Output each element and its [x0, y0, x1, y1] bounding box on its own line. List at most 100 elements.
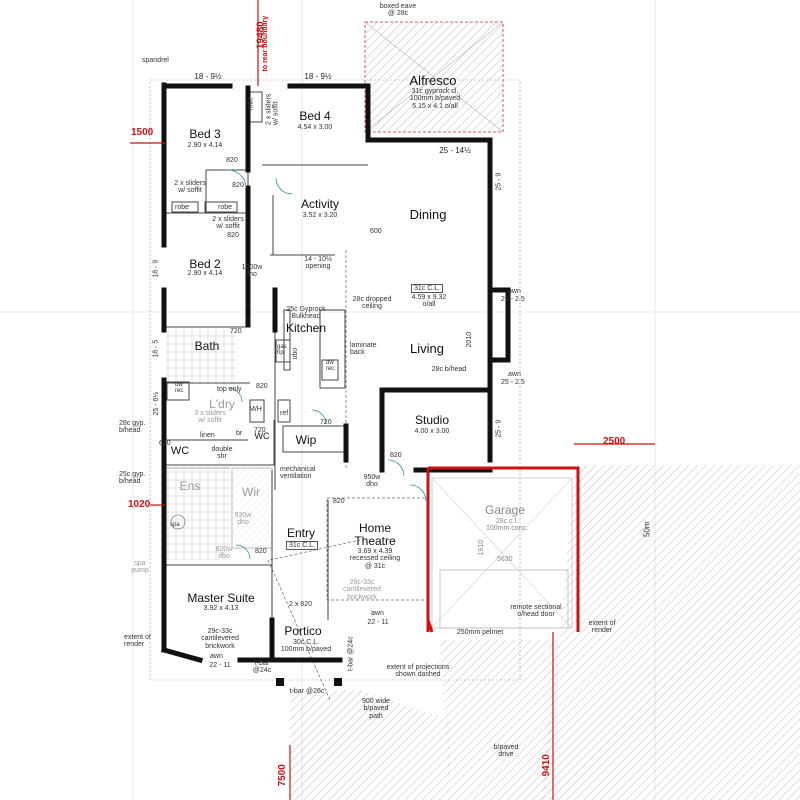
room-wip: Wip [295, 433, 317, 447]
room-laundry: L'dry [209, 397, 235, 411]
dim-7500: 7500 [276, 764, 288, 787]
studio-size: 4.00 x 3.00 [414, 428, 450, 435]
bed3-size: 2.90 x 4.14 [187, 142, 223, 149]
mech-vent: mechanical ventilation [280, 466, 316, 481]
rear-boundary-note: to rear boundary [262, 15, 270, 72]
pelmet-label: 250mm pelmet [456, 629, 504, 636]
driveway-paving [540, 465, 800, 800]
room-wir: Wir [242, 485, 260, 499]
dim-620: 620 [159, 440, 171, 447]
dim-right-top: 18 - 9½ [304, 72, 332, 81]
top-only: top only [217, 386, 242, 393]
room-alfresco: Alfresco [409, 73, 457, 88]
door-swings [227, 169, 427, 560]
gas-hp: gas hp [277, 344, 287, 357]
room-bed4: Bed 4 [299, 109, 331, 123]
awn-theatre: awn [371, 610, 384, 617]
door-820-bed2: 820 [227, 232, 239, 239]
garage-note: 28c c.l. 100mm conc. [485, 518, 529, 533]
activity-size: 3.52 x 3.20 [302, 212, 338, 219]
living-ceiling-badge: 31c C.L. [410, 284, 444, 294]
br-label: br [236, 430, 243, 437]
room-garage: Garage [484, 503, 526, 517]
door-820-laundry: 820 [256, 383, 268, 390]
tbar-26: t-bar @26c [289, 688, 325, 695]
door-720-bath: 720 [230, 328, 242, 335]
robe-label-bed2: robe [218, 204, 233, 211]
wir-shade [231, 467, 273, 549]
door-820-hall: 820 [232, 182, 244, 189]
door-2x820: 2 x 820 [289, 601, 312, 608]
dim-2010: 2010 [466, 331, 474, 348]
bed2-sliders: 2 x sliders w/ soffit [212, 216, 244, 231]
dim-9410: 9410 [540, 754, 552, 777]
portico-note: 30c C.L. 100mm b/paved [280, 639, 332, 654]
dim-25-14: 25 - 14½ [439, 146, 471, 155]
garage-wall-red [426, 466, 580, 633]
extent-render-right: extent of render [588, 620, 616, 635]
ubo-label: ubo [292, 347, 300, 360]
bed2-size: 2.90 x 4.14 [187, 270, 223, 277]
boxed-eave-label: boxed eave @ 28c [379, 3, 417, 18]
dim-18-5: 18 - 5 [152, 339, 160, 358]
room-bath: Bath [194, 339, 220, 353]
dim-50m: 50m [642, 521, 652, 537]
master-size: 3.92 x 4.13 [203, 605, 239, 612]
room-bed3: Bed 3 [189, 127, 221, 141]
robe-label-bed3: robe [175, 204, 190, 211]
dim-18-9: 18 - 9 [152, 259, 160, 278]
spandrel-label: spandrel [142, 57, 169, 64]
spa-label: spa [170, 522, 180, 528]
cantilevered-theatre: 29c-33c cantilevered brickwork [343, 579, 381, 601]
bed4-size: 4.54 x 3.00 [297, 124, 333, 131]
gyp-28c: 28c gyp. b/head [119, 420, 146, 435]
dim-22-11-master: 22 - 11 [209, 662, 231, 669]
bath-tiles [166, 330, 236, 382]
w820-dho: 820w dho [215, 546, 233, 561]
living-size: 4.59 x 9.32 o/all [411, 294, 447, 309]
door-820-bed3: 820 [226, 157, 238, 164]
dropped-ceiling: 28c dropped ceiling [352, 296, 392, 311]
opening-label: 14 - 10½ opening [304, 256, 332, 271]
laminate-back: laminate back [350, 342, 377, 357]
dim-600: 600 [370, 228, 382, 235]
drive-label: b/paved drive [493, 744, 519, 759]
laundry-sliders: 3 x sliders w/ soffit [194, 410, 226, 425]
dim-2500: 2500 [603, 436, 626, 447]
dim-5630: 5630 [497, 556, 513, 563]
door-720-wip: 720 [320, 419, 332, 426]
spa-pump: spa pump [131, 560, 149, 575]
path-paving [290, 690, 450, 800]
linen-label: linen [200, 432, 215, 439]
alfresco-note: 31c gyprock cl. 100mm b/paved 5.15 x 4.1… [409, 88, 461, 110]
ref-label: ref [280, 410, 289, 417]
awn-studio: awn [508, 371, 521, 378]
mh-label: M/H [249, 406, 262, 413]
bed3-sliders: 2 x sliders w/ soffit [174, 180, 206, 195]
room-entry: Entry [286, 526, 316, 540]
kitchen-dw-rec: dw rec [325, 360, 335, 373]
room-bed2: Bed 2 [189, 257, 221, 271]
dim-25-9-dining: 25 - 9 [495, 172, 503, 191]
w950-dho: 950w dho [363, 474, 381, 489]
fho-1200: 1200w fho [241, 264, 263, 279]
dim-25-2-5: 25 - 2.5 [501, 296, 525, 303]
dim-1020: 1020 [128, 499, 151, 510]
room-home-theatre: Home Theatre [354, 521, 396, 548]
robe-label-bed4: robe [247, 96, 255, 111]
room-living: Living [410, 341, 444, 356]
awn-living: awn [508, 288, 521, 295]
door-820-studio: 820 [390, 452, 402, 459]
remote-door: remote sectional o/head door [510, 604, 562, 619]
left-offset-dim: 1500 [131, 127, 154, 138]
gyp-25c: 25c gyp. b/head [119, 471, 146, 486]
room-ens: Ens [179, 479, 201, 493]
room-dining: Dining [409, 207, 447, 222]
awn-master: awn [210, 653, 223, 660]
laundry-dw-rec: dw rec [175, 382, 184, 395]
room-wc-small: WC [254, 431, 270, 441]
bed4-sliders: 2 x sliders w/ soffit [265, 93, 280, 126]
double-shr: double shr [211, 446, 233, 461]
